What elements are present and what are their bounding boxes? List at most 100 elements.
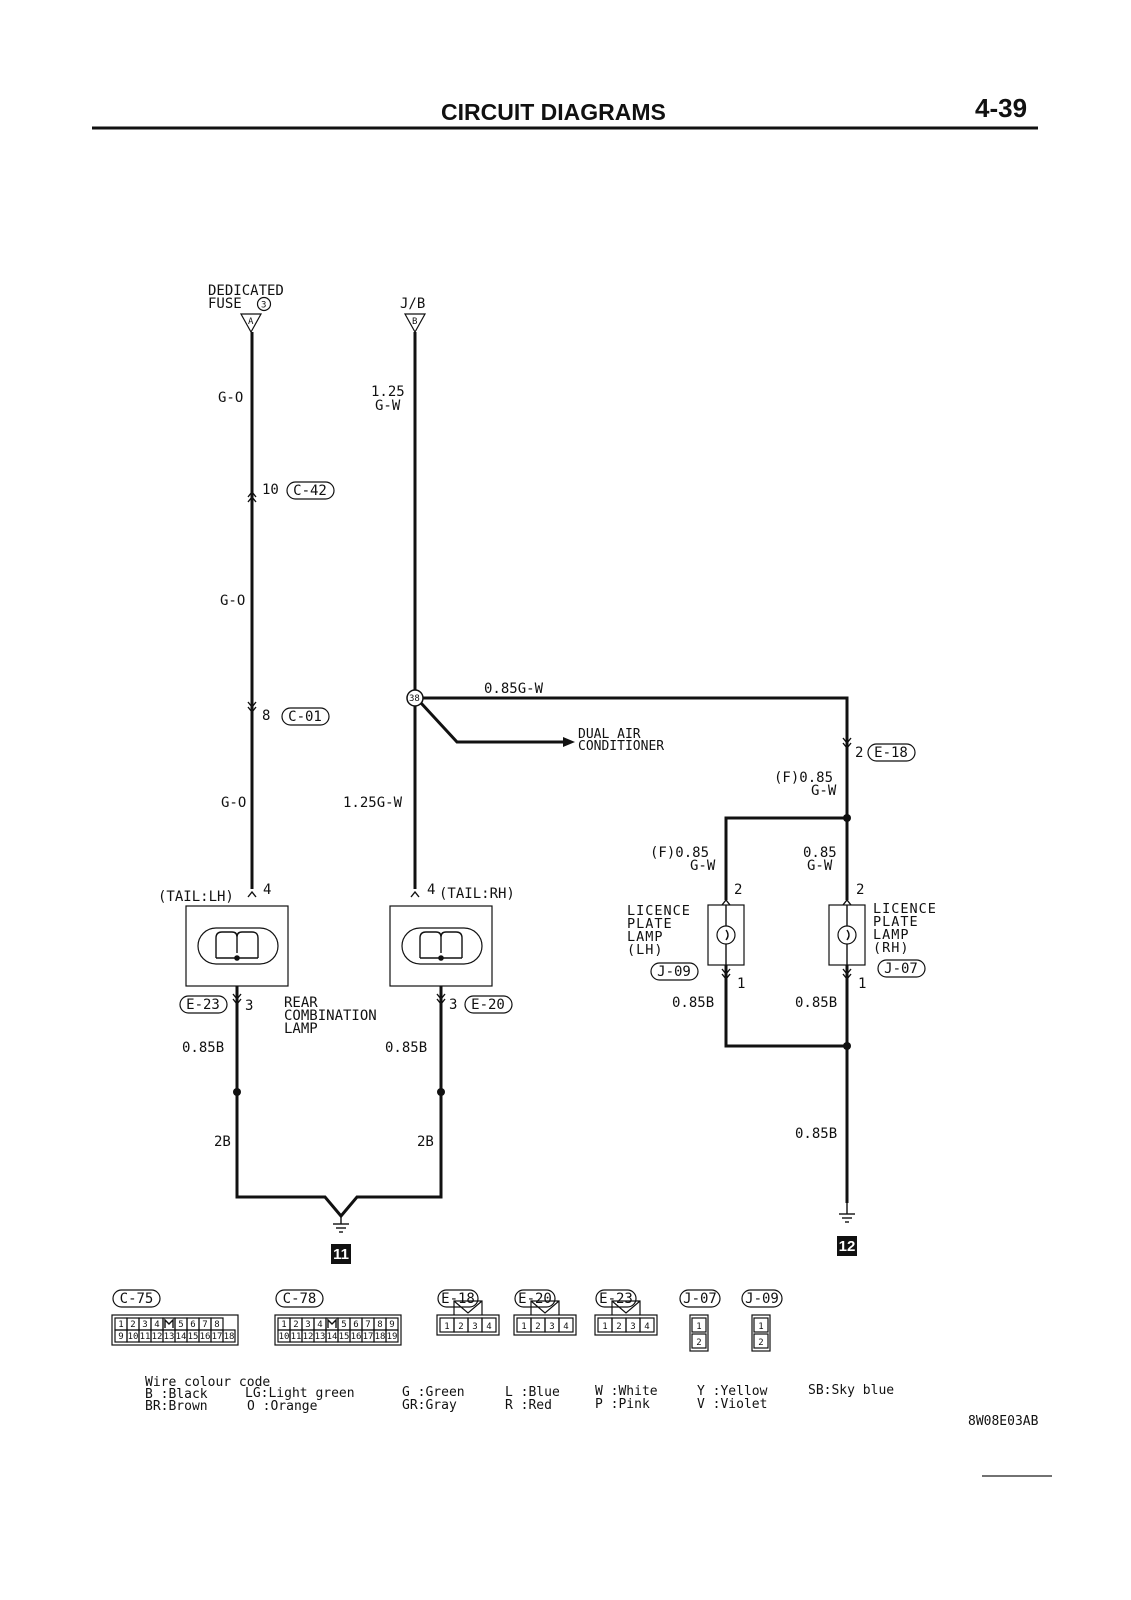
fuse-number-circle <box>256 296 272 312</box>
c01-badge <box>281 707 330 726</box>
legend-o: O :Orange <box>247 1399 318 1414</box>
ground-symbol-12 <box>839 1203 855 1223</box>
view-e-18-pin: 3 <box>472 1322 477 1332</box>
view-c-75-pin: 2 <box>130 1320 135 1330</box>
lic-lh-line3: LAMP <box>627 929 664 945</box>
wire-branch <box>423 696 849 818</box>
view-c-78-pin: 6 <box>353 1320 358 1330</box>
tail-lamp-lh-node <box>234 955 240 961</box>
view-e-18-pin: 4 <box>486 1322 491 1332</box>
view-j-09-pin: 1 <box>758 1322 763 1332</box>
view-c-75-name: C-75 <box>120 1291 154 1307</box>
view-c-78-pin: 14 <box>327 1332 338 1342</box>
view-j-09-cell <box>753 1317 769 1333</box>
lic-rh-line1: LICENCE <box>873 901 937 917</box>
view-e-20-cell <box>558 1317 574 1333</box>
view-e-18-cell <box>481 1317 497 1333</box>
e18-wire-size: (F)0.85 <box>774 770 833 786</box>
source-b-triangle <box>403 313 427 334</box>
view-e-23-latch <box>611 1300 641 1315</box>
view-j-07-name: J-07 <box>683 1291 717 1307</box>
ground-right-wire-label: 2B <box>417 1134 434 1150</box>
rear-lamp-line2: COMBINATION <box>284 1008 377 1024</box>
jb-label: J/B <box>400 296 425 312</box>
lic-lh-pin-top-mark <box>721 898 731 906</box>
view-c-75-pin: 8 <box>214 1320 219 1330</box>
view-j-07-badge <box>679 1289 721 1308</box>
wire-lic-lh-feed <box>724 816 847 900</box>
fuse-label-line1: DEDICATED <box>208 283 284 299</box>
fuse-label-line2: FUSE <box>208 296 242 312</box>
legend-title: Wire colour code <box>145 1375 270 1390</box>
e23-name: E-23 <box>186 997 220 1013</box>
view-c-78-pin: 10 <box>279 1332 290 1342</box>
tail-lamp-lh-filament <box>215 931 259 959</box>
c42-pin-mark <box>247 490 257 503</box>
tail-lh-pin: 4 <box>263 882 271 898</box>
view-e-18-shell <box>436 1314 500 1336</box>
reference-code: 8W08E03AB <box>968 1414 1039 1429</box>
view-c-78-pin: 16 <box>351 1332 362 1342</box>
legend-v: V :Violet <box>697 1397 767 1412</box>
wire-branch-label: 0.85G-W <box>484 681 544 697</box>
e18-name: E-18 <box>874 745 908 761</box>
wire-lic-lh-ground <box>724 965 847 1048</box>
lic-rh-pin-top: 2 <box>856 882 864 898</box>
j07-badge <box>877 959 926 978</box>
licence-lamp-lh-bulb <box>716 925 736 945</box>
view-c-78-pin: 7 <box>365 1320 370 1330</box>
legend-gr: GR:Gray <box>402 1398 457 1413</box>
e18-pin-mark <box>842 737 852 750</box>
licence-lamp-rh-bulb <box>837 925 857 945</box>
view-c-75-pin: 11 <box>140 1332 151 1342</box>
view-e-23-pin: 3 <box>630 1322 635 1332</box>
lic-lh-pin-top: 2 <box>734 882 742 898</box>
view-c-78-pin: 19 <box>387 1332 398 1342</box>
wire-b-upper-size: 1.25 <box>371 384 405 400</box>
view-c-78-pin: 3 <box>305 1320 310 1330</box>
dual-ac-line2: CONDITIONER <box>578 739 664 754</box>
e23-pin: 3 <box>245 998 253 1014</box>
rear-lamp-line1: REAR <box>284 995 318 1011</box>
view-c-75-cell <box>222 1329 236 1343</box>
legend-row2: BR:Brown O :Orange GR:Gray R :Red P :Pin… <box>145 1397 767 1414</box>
e18-wire-color: G-W <box>811 783 837 799</box>
view-c-75-pin: 12 <box>152 1332 163 1342</box>
lic-lh-ground-label: 0.85B <box>672 995 714 1011</box>
tail-lamp-lh-glass <box>197 927 279 965</box>
view-e-20-latch <box>530 1300 560 1315</box>
lic-rh-line3: LAMP <box>873 927 910 943</box>
view-c-75-pin: 7 <box>202 1320 207 1330</box>
dual-ac-line1: DUAL AIR <box>578 727 641 742</box>
wire-a-lower-label: G-O <box>221 795 246 811</box>
view-e-23-pin: 2 <box>616 1322 621 1332</box>
view-e-23-pin: 4 <box>644 1322 649 1332</box>
lic-lh-line4: (LH) <box>627 942 664 958</box>
e23-badge <box>179 995 228 1014</box>
page-title: CIRCUIT DIAGRAMS <box>441 99 666 125</box>
view-c-78-pin: 17 <box>363 1332 374 1342</box>
view-c-78-pin: 2 <box>293 1320 298 1330</box>
e20-pin-mark <box>436 993 446 1006</box>
view-e-23-pin: 1 <box>602 1322 607 1332</box>
source-a-triangle <box>239 313 263 334</box>
view-e-20-pin: 2 <box>535 1322 540 1332</box>
tail-rh-pin-mark <box>410 890 420 898</box>
tail-lamp-rh-node <box>438 955 444 961</box>
junction-38-label: 38 <box>409 694 420 704</box>
licence-lamp-lh-filament <box>725 929 729 941</box>
source-a-letter: A <box>248 317 254 327</box>
c42-pin: 10 <box>262 482 279 498</box>
view-e-18-pin: 2 <box>458 1322 463 1332</box>
lic-rh-pin-bot: 1 <box>858 976 866 992</box>
view-c-75-pin: 14 <box>176 1332 187 1342</box>
lic-rh-pin-top-mark <box>842 898 852 906</box>
view-e-18-badge <box>437 1289 479 1308</box>
view-j-09-badge <box>741 1289 783 1308</box>
legend-l: L :Blue <box>505 1385 560 1400</box>
wire-b-lower-label: 1.25G-W <box>343 795 403 811</box>
view-c-75-pin: 16 <box>200 1332 211 1342</box>
legend-lg: LG:Light green <box>245 1386 355 1401</box>
view-j-07-cell <box>691 1317 707 1333</box>
